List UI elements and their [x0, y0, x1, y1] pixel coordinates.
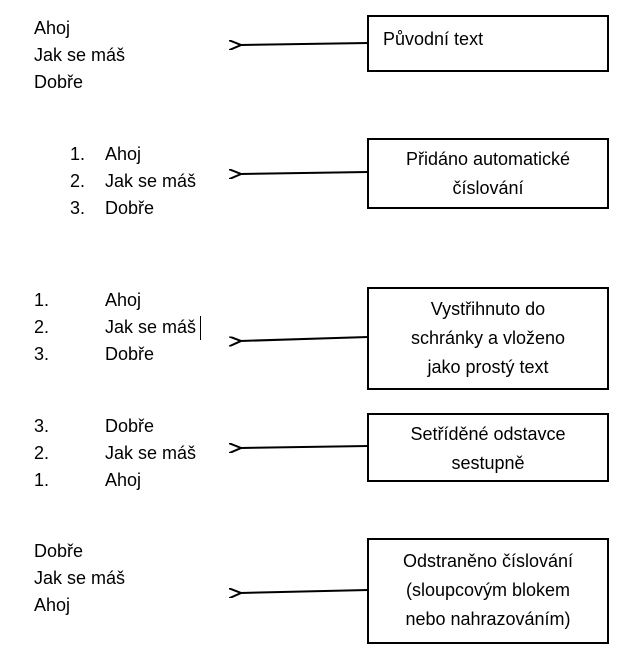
text-line: Ahoj — [34, 15, 234, 42]
list-number: 2. — [34, 317, 50, 337]
line-label: Ahoj — [105, 290, 142, 310]
note-text: (sloupcovým blokem — [405, 580, 571, 600]
list-item: 1. Ahoj — [34, 467, 234, 494]
line-label: Jak se máš — [105, 443, 197, 463]
line-label: Jak se máš — [34, 45, 126, 65]
step-1-text: Ahoj Jak se máš Dobře — [34, 15, 234, 96]
line-label: Jak se máš — [105, 171, 197, 191]
line-label: Dobře — [105, 198, 155, 218]
note-box-pasted: Vystřihnuto do schránky a vloženo jako p… — [367, 287, 609, 390]
line-label: Ahoj — [34, 18, 71, 38]
list-number: 2. — [34, 443, 50, 463]
text-line: Jak se máš — [34, 42, 234, 69]
list-item: 2. Jak se máš — [34, 440, 234, 467]
step-5-text: Dobře Jak se máš Ahoj — [34, 538, 234, 619]
text-line: Ahoj — [34, 592, 234, 619]
list-number: 1. — [70, 144, 86, 164]
note-text: jako prostý text — [427, 357, 549, 377]
arrow-step-5 — [240, 590, 369, 593]
line-label: Ahoj — [34, 595, 71, 615]
list-number: 3. — [70, 198, 86, 218]
list-number: 3. — [34, 344, 50, 364]
list-number: 2. — [70, 171, 86, 191]
text-line: Dobře — [34, 69, 234, 96]
list-number: 1. — [34, 470, 50, 490]
note-text: schránky a vloženo — [410, 328, 566, 348]
note-text: Vystřihnuto do — [430, 299, 546, 319]
note-text: sestupně — [451, 453, 525, 473]
list-item: 1. Ahoj — [70, 141, 270, 168]
note-text: Přidáno automatické — [405, 149, 571, 169]
list-item: 1. Ahoj — [34, 287, 234, 314]
line-label: Dobře — [34, 541, 84, 561]
line-label: Jak se máš — [105, 317, 197, 337]
list-item: 2. Jak se máš — [34, 314, 234, 341]
text-line: Dobře — [34, 538, 234, 565]
note-box-sorted: Setříděné odstavce sestupně — [367, 413, 609, 482]
list-item: 3. Dobře — [34, 341, 234, 368]
note-box-numbering: Přidáno automatické číslování — [367, 138, 609, 209]
note-text: Setříděné odstavce — [410, 424, 566, 444]
line-label: Jak se máš — [34, 568, 126, 588]
note-text: Původní text — [383, 29, 484, 49]
note-box-removed: Odstraněno číslování (sloupcovým blokem … — [367, 538, 609, 644]
line-label: Ahoj — [105, 470, 142, 490]
arrow-step-3 — [240, 337, 369, 341]
text-cursor — [200, 316, 201, 340]
list-item: 2. Jak se máš — [70, 168, 270, 195]
note-box-original: Původní text — [367, 15, 609, 72]
list-item: 3. Dobře — [34, 413, 234, 440]
step-4-text: 3. Dobře 2. Jak se máš 1. Ahoj — [34, 413, 234, 494]
list-item: 3. Dobře — [70, 195, 270, 222]
line-label: Dobře — [105, 416, 155, 436]
step-3-text: 1. Ahoj 2. Jak se máš 3. Dobře — [34, 287, 234, 368]
line-label: Dobře — [34, 72, 84, 92]
text-line: Jak se máš — [34, 565, 234, 592]
line-label: Ahoj — [105, 144, 142, 164]
arrow-step-1 — [240, 43, 369, 45]
arrow-step-4 — [240, 446, 369, 448]
line-label: Dobře — [105, 344, 155, 364]
note-text: nebo nahrazováním) — [405, 609, 571, 629]
list-number: 1. — [34, 290, 50, 310]
list-number: 3. — [34, 416, 50, 436]
note-text: číslování — [452, 178, 524, 198]
note-text: Odstraněno číslování — [402, 551, 574, 571]
step-2-text: 1. Ahoj 2. Jak se máš 3. Dobře — [70, 141, 270, 222]
